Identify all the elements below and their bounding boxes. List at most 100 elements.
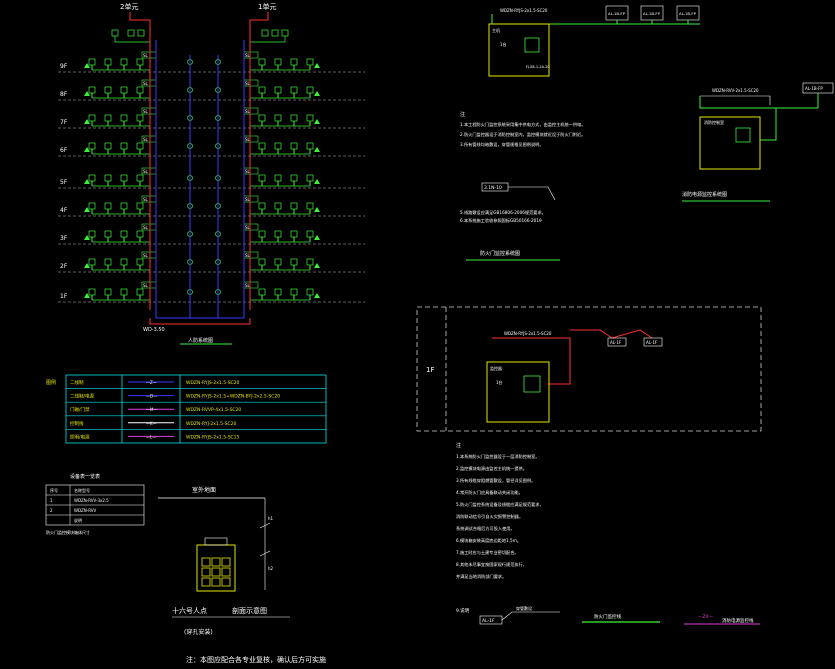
br-legend-magenta-text: 消防电源监控线 (722, 617, 754, 624)
door-module-icon (104, 202, 112, 210)
legend-row-symbol: —L— (146, 434, 156, 439)
floor-label: 4F (60, 207, 68, 214)
top-module-icon (127, 29, 135, 37)
door-closer-icon (84, 179, 90, 184)
door-closer-icon (84, 119, 90, 124)
section-drawing: 室外地面 h1 h2 十六号人点 剖面示意图 (穿孔安装) 注：本图应配合各专业… (158, 486, 326, 664)
door-closer-icon (84, 263, 90, 268)
door-module-icon (136, 114, 144, 122)
door-module-icon (120, 202, 128, 210)
tr-right-box-label: AL-1B-FP (805, 86, 823, 91)
floor-label: 8F (60, 91, 68, 98)
door-closer-icon (84, 91, 90, 96)
door-module-icon (258, 230, 266, 238)
riser-bottom-label: WD-3.50 (143, 327, 165, 333)
br-legend-magenta: —ZX— (698, 614, 714, 620)
door-module-icon (88, 58, 96, 66)
door-module-icon (88, 258, 96, 266)
door-module-icon (88, 86, 96, 94)
door-closer-icon (84, 235, 90, 240)
door-module-icon (104, 86, 112, 94)
top-module-icon (271, 29, 279, 37)
door-module-icon (258, 86, 266, 94)
tr-panel-label: AL-1B-FP (679, 11, 697, 16)
top-bus-left (114, 36, 150, 43)
br-note-line: 7.施工时应与土建专业密切配合。 (456, 549, 519, 556)
door-module-icon (120, 114, 128, 122)
door-module-icon (290, 174, 298, 182)
door-closer-icon (314, 91, 320, 96)
junction-box-label: SL (143, 197, 149, 202)
door-module-icon (258, 258, 266, 266)
tr-right-leader (700, 95, 771, 105)
door-module-icon (120, 174, 128, 182)
equipment-table-note: 防火门监控模块箱体尺寸 (46, 529, 90, 535)
section-ground-label: 室外地面 (192, 486, 216, 494)
door-module-icon (88, 288, 96, 296)
tr-caption-left: 防火门监控系统图 (480, 250, 520, 257)
legend-row-spec: WDZN-RYJ-2x1.5-SC20 (186, 421, 237, 427)
bottom-red-link (149, 318, 251, 325)
br-device-label: AL-1F (610, 340, 622, 345)
legend-frame (65, 374, 327, 444)
door-module-icon (88, 142, 96, 150)
door-module-icon (290, 86, 298, 94)
door-closer-icon (84, 63, 90, 68)
door-module-icon (306, 142, 314, 150)
door-module-icon (290, 230, 298, 238)
tr-right-bus-label: WDZN-RVV-2x1.5-SC20 (712, 88, 759, 93)
door-module-icon (258, 142, 266, 150)
junction-box-label: SL (245, 53, 251, 58)
door-closer-icon (314, 293, 320, 298)
riser-caption: 人防系统图 (188, 337, 213, 344)
br-box-code: AL-1F (482, 618, 495, 624)
legend-row-symbol: —K— (146, 421, 157, 426)
tr-host-code: FJ-X8-1-2A-2C (526, 65, 550, 69)
br-note-line: 4.常开防火门应具备联动关闭功能。 (456, 489, 523, 496)
door-closer-icon (84, 147, 90, 152)
br-note-line: 5.防火门监控系统设备及线缆应满足规范要求， (456, 501, 544, 508)
door-module-icon (104, 58, 112, 66)
floor-label: 3F (60, 235, 68, 242)
floor-label: 5F (60, 179, 68, 186)
cabinet-cell (221, 567, 231, 577)
unit-2-label: 2单元 (120, 2, 138, 11)
door-module-icon (274, 174, 282, 182)
br-note-line: 8.其他未尽事宜按国家现行规范执行， (456, 561, 527, 568)
door-module-icon (306, 58, 314, 66)
door-module-icon (136, 86, 144, 94)
br-note-line: 系统调试合格后方可投入使用。 (456, 525, 515, 532)
door-module-icon (274, 258, 282, 266)
tr-notes-extra: 5.线路敷设应满足GB16806-2006规范要求。6.本系统施工验收参照国标G… (460, 209, 546, 224)
junction-box-label: SL (143, 81, 149, 86)
tr-caption-right: 消防电源监控系统图 (682, 191, 727, 198)
br-line-note: 穿管敷设 (516, 605, 532, 611)
door-closer-icon (314, 119, 320, 124)
dim-tick-2 (259, 550, 271, 557)
legend-rows: 二线制—Z—WDZN-RYJS-2x1.5-SC20二线制/电源—D—WDZN-… (66, 379, 326, 440)
tr-host-box (488, 23, 550, 77)
door-module-icon (258, 114, 266, 122)
junction-box-label: SL (143, 225, 149, 230)
tr-host-screen (524, 37, 540, 53)
door-module-icon (104, 114, 112, 122)
door-module-icon (306, 202, 314, 210)
top-module-icon (261, 29, 269, 37)
door-module-icon (104, 288, 112, 296)
section-bottom-note: 注：本图应配合各专业复核，确认后方可实施 (186, 655, 326, 664)
equipment-row-no: 2 (50, 508, 53, 513)
legend-row-symbol: —M— (146, 407, 157, 412)
top-feed-left (129, 12, 151, 40)
tr-notes-title: 注 (460, 111, 465, 118)
br-notes-title: 注 (456, 442, 461, 449)
tr-note-line: 2.防火门监控器设于消防控制室内，监控模块就近设于防火门附近。 (460, 131, 585, 138)
legend-row-name: 门磁/门禁 (70, 406, 90, 413)
door-module-icon (258, 202, 266, 210)
